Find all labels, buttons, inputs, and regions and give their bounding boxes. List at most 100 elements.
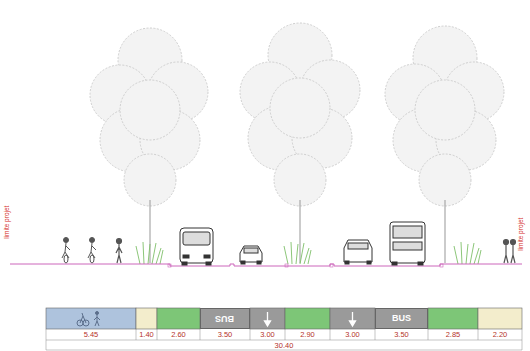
pedestrian — [504, 245, 508, 263]
cycle-pedestrian-icon — [80, 313, 86, 323]
tree-trunk — [150, 200, 445, 263]
dimension-ticks — [157, 329, 158, 340]
project-limit-label: limite projet — [519, 217, 526, 250]
bus — [392, 262, 397, 265]
dimension-ticks — [46, 350, 522, 351]
pedestrian — [511, 245, 515, 263]
dimension-label: 5.45 — [83, 331, 100, 339]
lane-label: BUS — [392, 314, 411, 323]
dimension-ticks — [250, 329, 251, 340]
bus — [418, 262, 423, 265]
cyclist — [90, 238, 95, 243]
bus — [180, 228, 213, 265]
profile-strip — [157, 308, 200, 329]
bus-lane-band: BUS — [200, 308, 250, 329]
car — [344, 240, 372, 264]
ground-line — [10, 264, 522, 266]
dimension-ticks — [46, 340, 522, 341]
car — [240, 246, 262, 264]
bus — [390, 222, 425, 265]
tree — [419, 154, 471, 206]
dimension-ticks — [46, 329, 47, 350]
pedestrian — [116, 239, 516, 264]
dimension-ticks — [428, 329, 429, 340]
bus-lane-band: BUS — [375, 308, 428, 329]
dimension-label: 1.40 — [138, 331, 155, 339]
profile-strip — [428, 308, 478, 329]
ground-line — [10, 264, 522, 267]
tree — [274, 154, 326, 206]
grass — [454, 242, 481, 264]
car — [344, 240, 372, 262]
ground-line — [330, 264, 333, 267]
direction-arrow — [350, 321, 356, 326]
dimension-label: 2.85 — [445, 331, 462, 339]
profile-strip — [478, 308, 522, 329]
dimension-ticks — [375, 329, 376, 340]
lane-label: BUS — [215, 314, 234, 323]
ground-line — [285, 264, 288, 267]
grass — [284, 242, 311, 264]
tree-trunk — [299, 200, 300, 263]
bus — [393, 242, 422, 250]
dimension-label: 3.50 — [217, 331, 234, 339]
car — [241, 261, 245, 264]
pedestrian — [117, 239, 122, 244]
dimension-ticks — [330, 329, 331, 340]
car — [244, 248, 258, 253]
bus — [204, 255, 210, 258]
dimension-label: 3.50 — [393, 331, 410, 339]
bus — [183, 232, 210, 245]
bus — [180, 228, 213, 263]
tree — [124, 154, 176, 206]
ground-line — [168, 264, 171, 267]
dimension-ticks — [200, 329, 201, 340]
dimension-label: 2.20 — [492, 331, 509, 339]
profile-strip — [136, 308, 157, 329]
bus — [182, 262, 187, 265]
car — [257, 261, 261, 264]
dimension-label: 3.00 — [259, 331, 276, 339]
cycle-pedestrian-icon — [94, 315, 100, 326]
dimension-label: 2.60 — [170, 331, 187, 339]
tree-trunk — [149, 200, 150, 263]
pedestrian — [504, 240, 509, 245]
tree — [270, 78, 330, 138]
dimension-label: 3.00 — [344, 331, 361, 339]
bus — [206, 262, 211, 265]
tree-trunk — [444, 200, 445, 263]
dimension-label: 30.40 — [274, 342, 295, 350]
profile-strip — [46, 308, 136, 329]
direction-arrow — [265, 312, 356, 326]
cyclist — [62, 238, 96, 264]
profile-strip — [330, 308, 375, 329]
dimension-ticks — [285, 329, 286, 340]
cyclist — [88, 243, 96, 258]
tree — [90, 28, 208, 206]
cyclist — [64, 238, 69, 243]
tree — [120, 80, 180, 140]
dimension-label: 2.90 — [299, 331, 316, 339]
pedestrian — [511, 240, 516, 245]
profile-strip — [285, 308, 330, 329]
car — [367, 261, 371, 264]
cycle-pedestrian-icon — [77, 312, 100, 327]
tree — [385, 26, 504, 206]
tree — [240, 23, 360, 206]
cycle-pedestrian-icon — [96, 312, 99, 315]
bus — [393, 226, 422, 238]
tree — [415, 80, 475, 140]
cyclist — [90, 255, 94, 263]
cyclist — [62, 243, 70, 258]
grass — [136, 242, 163, 264]
car — [240, 246, 262, 262]
profile-strip — [46, 308, 522, 329]
dimension-ticks — [478, 329, 479, 340]
dimension-ticks — [46, 329, 522, 350]
direction-arrow — [265, 321, 271, 326]
dimension-ticks — [136, 329, 137, 340]
cyclist — [64, 255, 68, 263]
car — [345, 261, 349, 264]
